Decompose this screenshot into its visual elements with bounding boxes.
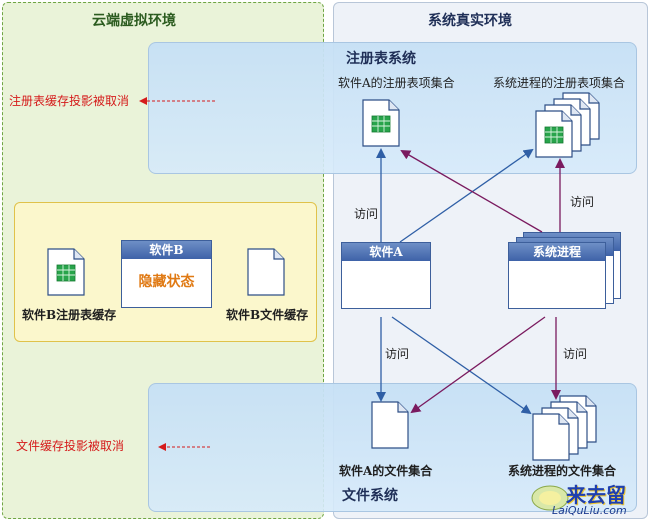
- cloud-environment-title: 云端虚拟环境: [92, 13, 176, 29]
- app-a-to-system-files-arrow: [391, 316, 532, 415]
- registry-system-title: 注册表系统: [346, 51, 416, 67]
- system-process-window-title: 系统进程: [509, 243, 605, 261]
- real-environment-title: 系统真实环境: [428, 13, 512, 29]
- app-b-window-title: 软件B: [122, 241, 211, 259]
- app-a-to-system-registry-arrow: [399, 148, 534, 243]
- system-registry-label: 系统进程的注册表项集合: [493, 76, 626, 90]
- watermark-title: 来去留: [566, 483, 626, 507]
- app-a-files-label: 软件A的文件集合: [339, 464, 433, 478]
- app-a-window-title: 软件A: [342, 243, 430, 261]
- app-a-registry-icon: [362, 99, 400, 147]
- app-b-registry-cache-icon: [47, 248, 85, 296]
- access-label-bottom-right: 访问: [563, 347, 588, 361]
- app-b-window: 软件B 隐藏状态: [121, 240, 212, 308]
- app-b-file-cache-icon: [247, 248, 285, 296]
- system-to-app-a-registry-arrow: [400, 149, 543, 233]
- app-a-window: 软件A: [341, 242, 431, 309]
- registry-cancel-note: 注册表缓存投影被取消: [9, 94, 130, 108]
- app-b-file-cache-label: 软件B文件缓存: [226, 308, 309, 322]
- app-a-files-icon: [371, 401, 409, 449]
- watermark-url: LaiQuLiu.com: [552, 504, 627, 517]
- system-files-icon: [532, 413, 570, 461]
- app-b-hidden-state: 隐藏状态: [138, 274, 195, 290]
- app-b-registry-cache-label: 软件B注册表缓存: [22, 308, 117, 322]
- app-a-registry-label: 软件A的注册表项集合: [338, 76, 455, 90]
- system-process-window: 系统进程: [508, 242, 606, 309]
- system-registry-icon: [535, 110, 573, 158]
- system-files-label: 系统进程的文件集合: [508, 464, 617, 478]
- access-label-top-left: 访问: [354, 207, 379, 221]
- access-label-bottom-left: 访问: [385, 347, 410, 361]
- filesystem-title: 文件系统: [342, 488, 398, 504]
- system-to-app-a-files-arrow: [410, 316, 546, 414]
- file-cancel-note: 文件缓存投影被取消: [16, 439, 125, 453]
- watermark-logo: [531, 485, 569, 511]
- access-label-top-right: 访问: [570, 195, 595, 209]
